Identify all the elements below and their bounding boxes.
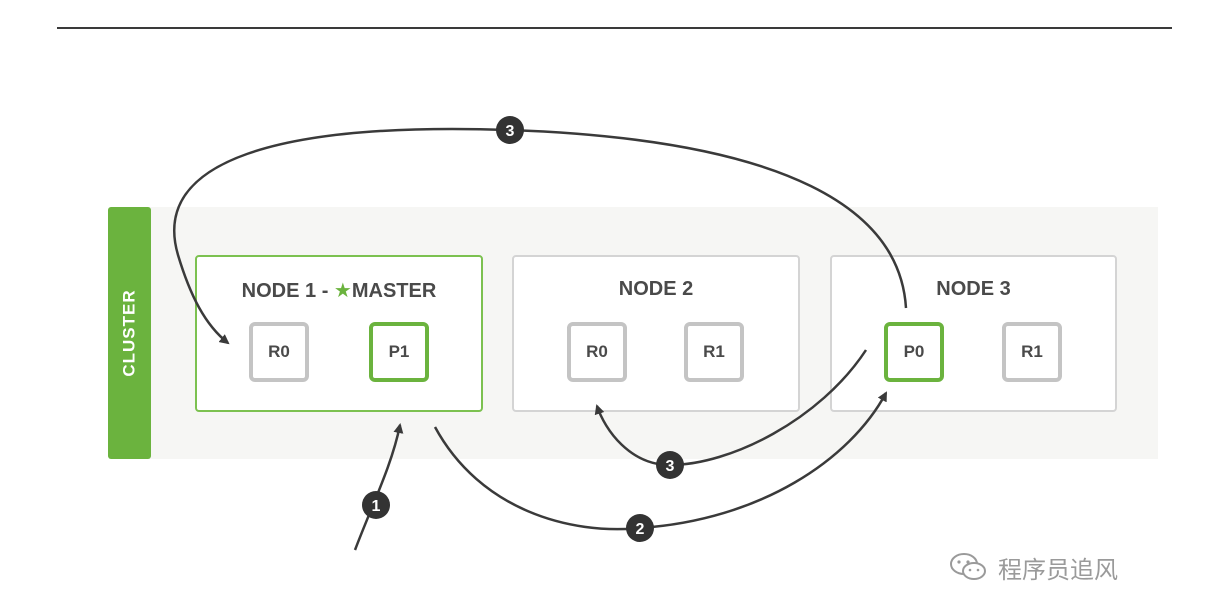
cluster-tab (108, 207, 151, 459)
node-1-title-prefix: NODE 1 - (241, 280, 334, 302)
node-1-title-suffix: MASTER (351, 280, 437, 302)
watermark-text: 程序员追风 (998, 555, 1118, 584)
node-1-shard-p1: P1 (369, 322, 429, 382)
top-divider (57, 27, 1172, 29)
step-3-upper-label: 3 (506, 123, 515, 140)
step-3-lower-badge: 3 (656, 451, 684, 479)
node-3: NODE 3 P0 R1 (830, 255, 1117, 412)
wechat-icon (950, 553, 986, 580)
node-1-title: NODE 1 - ★MASTER (197, 278, 481, 303)
step-3-upper-badge: 3 (496, 116, 524, 144)
arrow-step-3-lower (594, 349, 868, 467)
node-2-shard-r1: R1 (684, 322, 744, 382)
node-3-shard-p0: P0 (884, 322, 944, 382)
watermark: 程序员追风 (948, 547, 1118, 587)
node-2-shard-r0: R0 (567, 322, 627, 382)
step-1-label: 1 (372, 498, 381, 515)
node-2-title: NODE 2 (618, 278, 694, 300)
step-2-badge: 2 (626, 514, 654, 542)
node-1-shard-r0: R0 (249, 322, 309, 382)
node-3-shard-r1: R1 (1002, 322, 1062, 382)
step-1-badge: 1 (362, 491, 390, 519)
node-1: NODE 1 - ★MASTER R0 P1 (195, 255, 483, 412)
step-2-label: 2 (636, 521, 645, 538)
star-icon: ★ (333, 280, 352, 302)
step-3-lower-label: 3 (666, 458, 675, 475)
arrow-step-1 (353, 423, 404, 551)
node-3-title: NODE 3 (936, 278, 1011, 300)
node-2: NODE 2 R0 R1 (512, 255, 800, 412)
arrow-step-3-upper (172, 127, 908, 345)
